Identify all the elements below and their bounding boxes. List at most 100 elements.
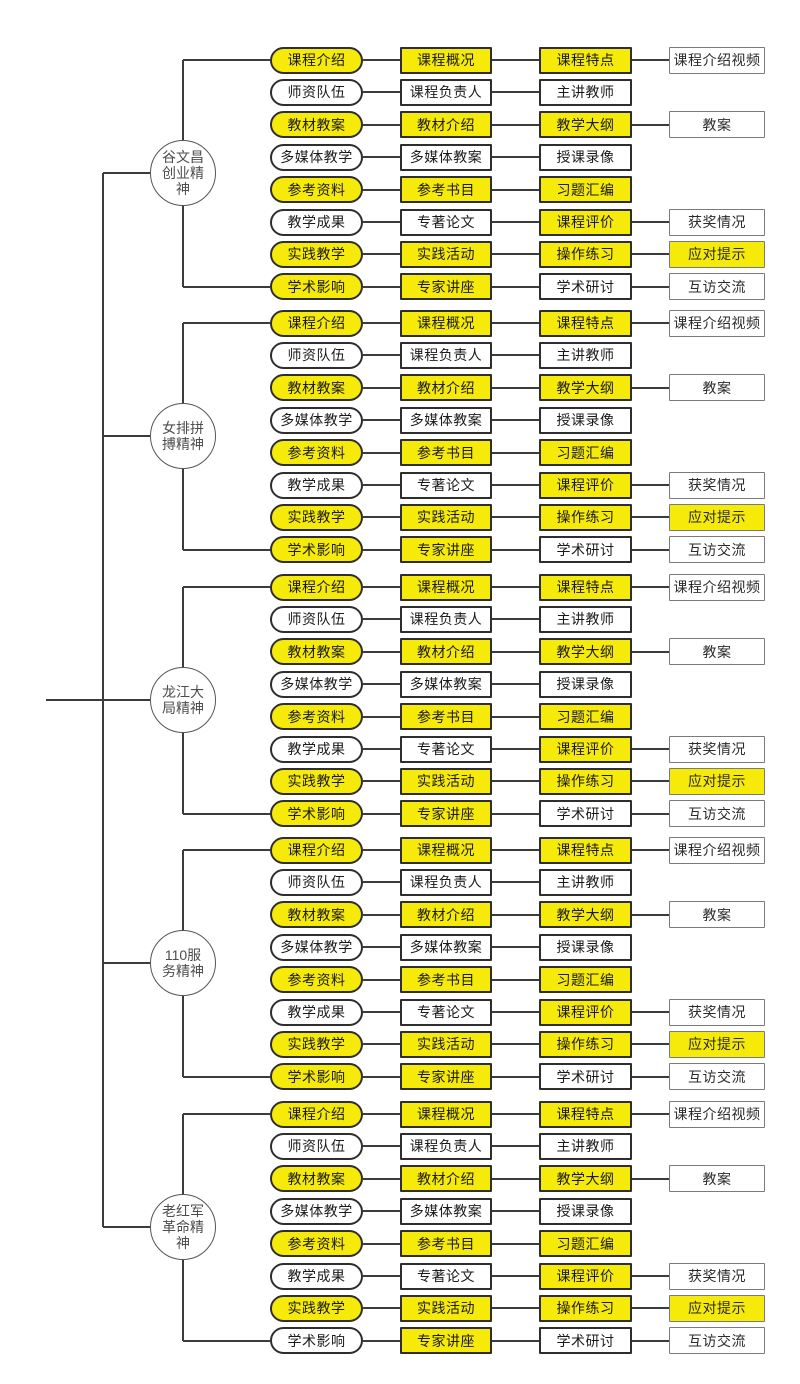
tree-node[interactable]: 实践教学 <box>270 767 363 795</box>
tree-node[interactable]: 教材介绍 <box>400 638 492 666</box>
tree-node[interactable]: 授课录像 <box>539 670 632 698</box>
tree-node[interactable]: 教学大纲 <box>539 374 632 402</box>
tree-node[interactable]: 多媒体教案 <box>400 933 492 961</box>
tree-node[interactable]: 参考书目 <box>400 439 492 467</box>
tree-node[interactable]: 教学大纲 <box>539 1165 632 1193</box>
tree-node[interactable]: 课程负责人 <box>400 78 492 106</box>
tree-node[interactable]: 参考书目 <box>400 1230 492 1258</box>
tree-node[interactable]: 多媒体教案 <box>400 670 492 698</box>
tree-node[interactable]: 学术研讨 <box>539 536 632 564</box>
tree-node[interactable]: 主讲教师 <box>539 78 632 106</box>
tree-node[interactable]: 教材教案 <box>270 111 363 139</box>
tree-node[interactable]: 教学大纲 <box>539 638 632 666</box>
tree-node[interactable]: 课程特点 <box>539 836 632 864</box>
tree-node[interactable]: 应对提示 <box>669 503 765 531</box>
tree-node[interactable]: 课程特点 <box>539 46 632 74</box>
tree-node[interactable]: 应对提示 <box>669 1030 765 1058</box>
tree-node[interactable]: 教案 <box>669 901 765 929</box>
tree-node[interactable]: 教材介绍 <box>400 111 492 139</box>
tree-node[interactable]: 授课录像 <box>539 143 632 171</box>
tree-node[interactable]: 师资队伍 <box>270 1132 363 1160</box>
tree-node[interactable]: 实践活动 <box>400 1030 492 1058</box>
tree-node[interactable]: 课程概况 <box>400 309 492 337</box>
tree-node[interactable]: 课程评价 <box>539 998 632 1026</box>
tree-node[interactable]: 获奖情况 <box>669 735 765 763</box>
tree-node[interactable]: 参考资料 <box>270 439 363 467</box>
tree-node[interactable]: 教学成果 <box>270 208 363 236</box>
tree-node[interactable]: 课程概况 <box>400 46 492 74</box>
tree-node[interactable]: 授课录像 <box>539 406 632 434</box>
tree-node[interactable]: 教材介绍 <box>400 1165 492 1193</box>
tree-node[interactable]: 学术影响 <box>270 273 363 301</box>
tree-node[interactable]: 实践活动 <box>400 240 492 268</box>
tree-node[interactable]: 课程概况 <box>400 573 492 601</box>
tree-node[interactable]: 学术影响 <box>270 536 363 564</box>
tree-node[interactable]: 获奖情况 <box>669 1262 765 1290</box>
tree-node[interactable]: 教材教案 <box>270 901 363 929</box>
tree-node[interactable]: 教材教案 <box>270 1165 363 1193</box>
tree-node[interactable]: 课程负责人 <box>400 1132 492 1160</box>
tree-node[interactable]: 学术影响 <box>270 1063 363 1091</box>
tree-node[interactable]: 习题汇编 <box>539 439 632 467</box>
tree-node[interactable]: 课程介绍视频 <box>669 573 765 601</box>
tree-node[interactable]: 课程介绍视频 <box>669 46 765 74</box>
tree-node[interactable]: 授课录像 <box>539 933 632 961</box>
tree-node[interactable]: 学术研讨 <box>539 1327 632 1355</box>
tree-node[interactable]: 学术影响 <box>270 1327 363 1355</box>
tree-node[interactable]: 课程介绍 <box>270 309 363 337</box>
tree-node[interactable]: 学术研讨 <box>539 1063 632 1091</box>
tree-node[interactable]: 主讲教师 <box>539 341 632 369</box>
tree-node[interactable]: 习题汇编 <box>539 176 632 204</box>
tree-node[interactable]: 教材介绍 <box>400 374 492 402</box>
tree-node[interactable]: 专家讲座 <box>400 1063 492 1091</box>
tree-node[interactable]: 课程负责人 <box>400 605 492 633</box>
tree-node[interactable]: 主讲教师 <box>539 1132 632 1160</box>
tree-node[interactable]: 实践教学 <box>270 503 363 531</box>
tree-node[interactable]: 课程评价 <box>539 1262 632 1290</box>
tree-node[interactable]: 教案 <box>669 638 765 666</box>
tree-node[interactable]: 课程介绍视频 <box>669 836 765 864</box>
tree-node[interactable]: 习题汇编 <box>539 966 632 994</box>
tree-node[interactable]: 课程概况 <box>400 836 492 864</box>
tree-node[interactable]: 专著论文 <box>400 208 492 236</box>
tree-node[interactable]: 专著论文 <box>400 471 492 499</box>
tree-node[interactable]: 参考书目 <box>400 966 492 994</box>
group-circle-1[interactable]: 谷文昌创业精神 <box>150 140 216 207</box>
tree-node[interactable]: 教材介绍 <box>400 901 492 929</box>
tree-node[interactable]: 实践教学 <box>270 1294 363 1322</box>
group-circle-3[interactable]: 龙江大局精神 <box>150 667 216 734</box>
tree-node[interactable]: 主讲教师 <box>539 605 632 633</box>
tree-node[interactable]: 多媒体教学 <box>270 406 363 434</box>
tree-node[interactable]: 多媒体教学 <box>270 933 363 961</box>
tree-node[interactable]: 操作练习 <box>539 1294 632 1322</box>
tree-node[interactable]: 师资队伍 <box>270 868 363 896</box>
tree-node[interactable]: 实践活动 <box>400 767 492 795</box>
tree-node[interactable]: 应对提示 <box>669 1294 765 1322</box>
tree-node[interactable]: 教案 <box>669 1165 765 1193</box>
tree-node[interactable]: 实践活动 <box>400 503 492 531</box>
tree-node[interactable]: 课程概况 <box>400 1100 492 1128</box>
tree-node[interactable]: 互访交流 <box>669 536 765 564</box>
tree-node[interactable]: 专著论文 <box>400 998 492 1026</box>
tree-node[interactable]: 课程介绍 <box>270 1100 363 1128</box>
tree-node[interactable]: 多媒体教案 <box>400 1197 492 1225</box>
tree-node[interactable]: 学术研讨 <box>539 800 632 828</box>
tree-node[interactable]: 教材教案 <box>270 374 363 402</box>
tree-node[interactable]: 参考资料 <box>270 966 363 994</box>
tree-node[interactable]: 实践教学 <box>270 240 363 268</box>
tree-node[interactable]: 多媒体教案 <box>400 143 492 171</box>
tree-node[interactable]: 参考资料 <box>270 703 363 731</box>
tree-node[interactable]: 操作练习 <box>539 240 632 268</box>
tree-node[interactable]: 课程评价 <box>539 735 632 763</box>
tree-node[interactable]: 教学成果 <box>270 735 363 763</box>
tree-node[interactable]: 课程介绍 <box>270 836 363 864</box>
tree-node[interactable]: 获奖情况 <box>669 208 765 236</box>
tree-node[interactable]: 参考书目 <box>400 176 492 204</box>
tree-node[interactable]: 实践教学 <box>270 1030 363 1058</box>
tree-node[interactable]: 实践活动 <box>400 1294 492 1322</box>
tree-node[interactable]: 获奖情况 <box>669 471 765 499</box>
tree-node[interactable]: 师资队伍 <box>270 341 363 369</box>
tree-node[interactable]: 学术研讨 <box>539 273 632 301</box>
tree-node[interactable]: 课程特点 <box>539 573 632 601</box>
tree-node[interactable]: 专著论文 <box>400 735 492 763</box>
